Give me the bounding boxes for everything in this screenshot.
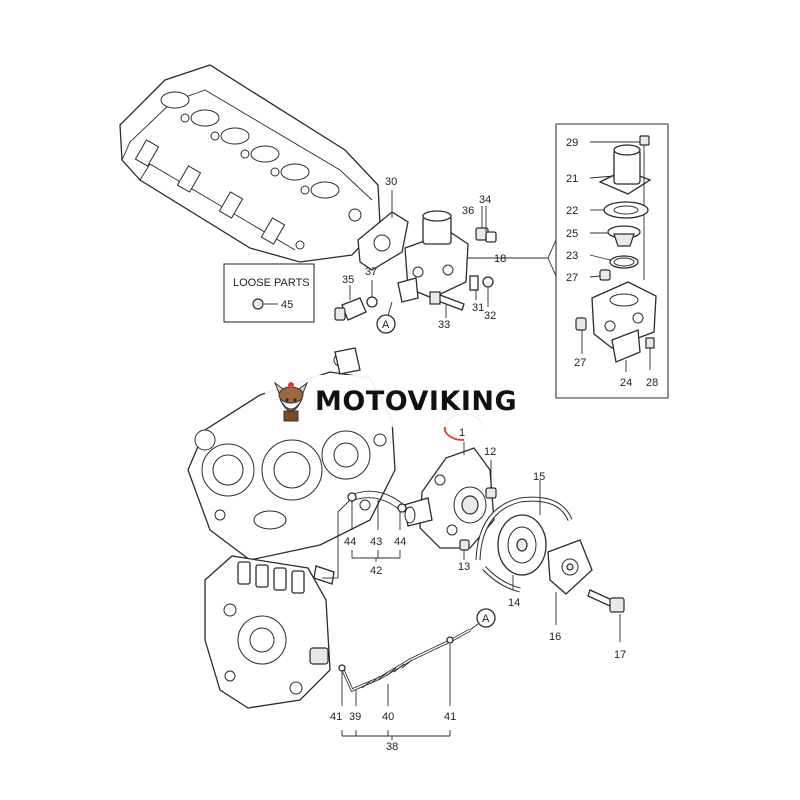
loose-parts-box: LOOSE PARTS 45	[223, 263, 315, 323]
callout-22: 22	[566, 205, 578, 217]
callout-37: 37	[365, 266, 377, 278]
fan-spacer-16	[547, 539, 593, 625]
callout-14: 14	[508, 597, 520, 609]
callout-41-left: 41	[330, 711, 342, 723]
callout-44-right: 44	[394, 536, 406, 548]
cylinder-head	[119, 64, 381, 263]
hose-42	[347, 490, 407, 562]
callout-31: 31	[472, 302, 484, 314]
thermostat-housing-18	[397, 210, 557, 303]
callout-13: 13	[458, 561, 470, 573]
gasket-30	[357, 190, 409, 271]
viking-logo-icon	[273, 381, 309, 422]
callout-32: 32	[484, 310, 496, 322]
callout-39: 39	[349, 711, 361, 723]
pulley-15	[497, 480, 547, 576]
callout-17: 17	[614, 649, 626, 661]
callout-43: 43	[370, 536, 382, 548]
callout-A-bottom: A	[482, 613, 490, 625]
thermostat-detail-box	[555, 123, 669, 399]
callout-38: 38	[386, 741, 398, 753]
bolt-17	[587, 589, 625, 642]
callout-36: 36	[462, 205, 474, 217]
callout-28: 28	[646, 377, 658, 389]
loose-parts-title: LOOSE PARTS	[233, 277, 310, 289]
pipe-38	[338, 608, 496, 740]
callout-45: 45	[281, 299, 293, 311]
callout-40: 40	[382, 711, 394, 723]
callout-29: 29	[566, 137, 578, 149]
callout-A-top: A	[382, 319, 390, 331]
callout-33: 33	[438, 319, 450, 331]
callout-42: 42	[370, 565, 382, 577]
belt-14	[475, 496, 573, 593]
callout-24: 24	[620, 377, 632, 389]
callout-23: 23	[566, 250, 578, 262]
callout-27-bottom: 27	[574, 357, 586, 369]
callout-labels: 30 34 36 18 37 35 31 32 33 A 29 21 22 25…	[330, 137, 658, 753]
fittings-top	[334, 206, 497, 334]
callout-18: 18	[494, 253, 506, 265]
brand-name: MOTOVIKING	[315, 385, 518, 417]
callout-21: 21	[566, 173, 578, 185]
callout-12: 12	[484, 446, 496, 458]
injection-pump	[204, 497, 353, 709]
callout-15: 15	[533, 471, 545, 483]
callout-25: 25	[566, 228, 578, 240]
callout-44-left: 44	[344, 536, 356, 548]
brand-banner: MOTOVIKING	[265, 375, 535, 427]
callout-34: 34	[479, 194, 491, 206]
callout-41-right: 41	[444, 711, 456, 723]
callout-30: 30	[385, 176, 397, 188]
callout-1: 1	[459, 427, 465, 439]
callout-27-top: 27	[566, 272, 578, 284]
callout-16: 16	[549, 631, 561, 643]
callout-35: 35	[342, 274, 354, 286]
